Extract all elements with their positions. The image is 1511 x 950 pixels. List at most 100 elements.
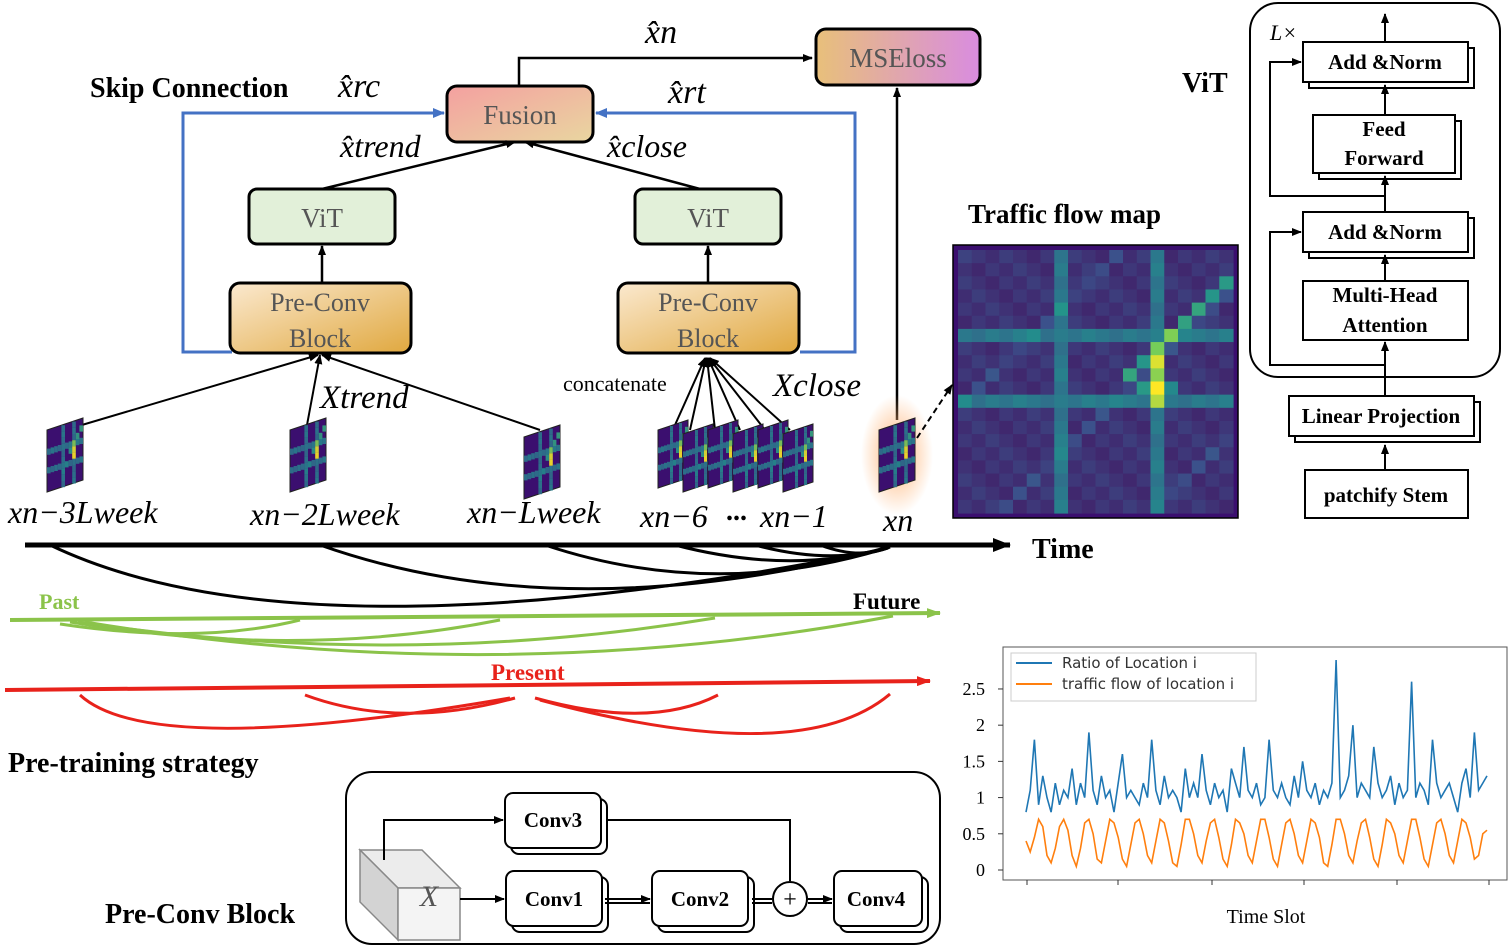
heatmap-cell (1123, 289, 1138, 304)
heatmap-cell (1123, 420, 1138, 435)
heatmap-cell (1150, 499, 1165, 514)
heatmap-cell (1136, 499, 1152, 514)
preconv-right-node: Pre-Conv Block (616, 281, 801, 355)
heatmap-cell (999, 473, 1014, 488)
heatmap-cell (1205, 368, 1220, 383)
heatmap-cell (1123, 394, 1138, 409)
heatmap-cell (1054, 420, 1069, 435)
vit-layers-label: L× (1269, 20, 1297, 45)
heatmap-cell (1068, 407, 1083, 422)
heatmap-cell (1136, 315, 1152, 330)
heatmap-cell (1123, 276, 1138, 291)
heatmap-cell (1095, 263, 1110, 277)
heatmap-cell (1095, 368, 1110, 383)
heatmap-cell (1219, 342, 1234, 356)
heatmap-cell (1109, 394, 1124, 409)
heatmap-cell (1040, 263, 1055, 277)
heatmap-cell (1109, 434, 1124, 448)
heatmap-cell (1095, 460, 1110, 475)
heatmap-cell (958, 420, 973, 435)
heatmap-cell (1081, 460, 1097, 475)
heatmap-cell (1219, 276, 1234, 291)
heatmap-cell (971, 394, 987, 409)
heatmap-cell (985, 289, 1000, 304)
heatmap-cell (1095, 447, 1110, 461)
vit-feed-forward: Feed Forward (1312, 114, 1462, 180)
heatmap-cell (1205, 315, 1220, 330)
heatmap-cell (1123, 381, 1138, 396)
heatmap-cell (1219, 368, 1234, 383)
heatmap-cell (1123, 315, 1138, 330)
heatmap-cell (958, 289, 973, 304)
heatmap-cell (1095, 473, 1110, 488)
heatmap-cell (1164, 302, 1179, 317)
heatmap-cell (1054, 381, 1069, 396)
heatmap-cell (1026, 447, 1042, 461)
svg-text:Add &Norm: Add &Norm (1328, 50, 1442, 74)
heatmap-cell (999, 486, 1014, 501)
heatmap-cell (1040, 447, 1055, 461)
heatmap-cell (1040, 420, 1055, 435)
heatmap-cell (1219, 263, 1234, 277)
heatmap-cell (1136, 250, 1152, 264)
close-input-arrows (674, 357, 791, 431)
heatmap-cell (1081, 499, 1097, 514)
heatmap-cell (985, 499, 1000, 514)
heatmap-cell (971, 355, 987, 369)
heatmap-cell (1191, 394, 1207, 409)
heatmap-cell (985, 434, 1000, 448)
heatmap-cell (1178, 328, 1193, 343)
heatmap-cell (1150, 302, 1165, 317)
heatmap-cell (1068, 434, 1083, 448)
heatmap-cell (971, 263, 987, 277)
heatmap-cell (1150, 250, 1165, 264)
heatmap-cell (1109, 499, 1124, 514)
heatmap-cell (1013, 473, 1028, 488)
time-label: Time (1032, 534, 1094, 565)
heatmap-cell (1164, 368, 1179, 383)
heatmap-cell (1026, 381, 1042, 396)
heatmap-cell (1136, 302, 1152, 317)
heatmap-cell (1068, 499, 1083, 514)
heatmap-cell (1205, 394, 1220, 409)
heatmap-cell (1109, 381, 1124, 396)
heatmap-cell (1095, 407, 1110, 422)
heatmap-cell (1026, 250, 1042, 264)
svg-text:patchify Stem: patchify Stem (1324, 483, 1449, 507)
heatmap-cell (1026, 460, 1042, 475)
heatmap-cell (1205, 342, 1220, 356)
heatmap-cell (971, 289, 987, 304)
heatmap-cell (1040, 328, 1055, 343)
heatmap-cell (1068, 381, 1083, 396)
heatmap-cell (1191, 407, 1207, 422)
heatmap-cell (999, 328, 1014, 343)
heatmap-cell (1150, 434, 1165, 448)
heatmap-cell (1081, 276, 1097, 291)
heatmap-cell (1178, 394, 1193, 409)
heatmap-cell (1178, 499, 1193, 514)
heatmap-cell (985, 328, 1000, 343)
heatmap-cell (1081, 289, 1097, 304)
heatmap-cell (1040, 394, 1055, 409)
heatmap-cell (1164, 263, 1179, 277)
heatmap-cell (958, 381, 973, 396)
frame-tile (757, 419, 789, 489)
mseloss-label: MSEloss (849, 43, 947, 73)
heatmap-cell (1150, 473, 1165, 488)
heatmap-cell (1178, 302, 1193, 317)
heatmap-cell (1123, 499, 1138, 514)
heatmap-cell (1026, 289, 1042, 304)
preconv-left-line1: Pre-Conv (270, 288, 370, 317)
svg-text:+: + (783, 887, 797, 913)
svg-text:Attention: Attention (1342, 313, 1427, 337)
heatmap-cell (999, 302, 1014, 317)
y-tick-label: 1.5 (963, 751, 986, 771)
preconv-input-symbol: X (419, 880, 440, 913)
heatmap-cell (1205, 407, 1220, 422)
vit-right-node: ViT (633, 187, 783, 246)
x-n6-label: xn−6 (640, 498, 708, 534)
heatmap-cell (1164, 473, 1179, 488)
vit-add-norm-bottom: Add &Norm (1302, 211, 1475, 259)
heatmap-cell (1109, 447, 1124, 461)
